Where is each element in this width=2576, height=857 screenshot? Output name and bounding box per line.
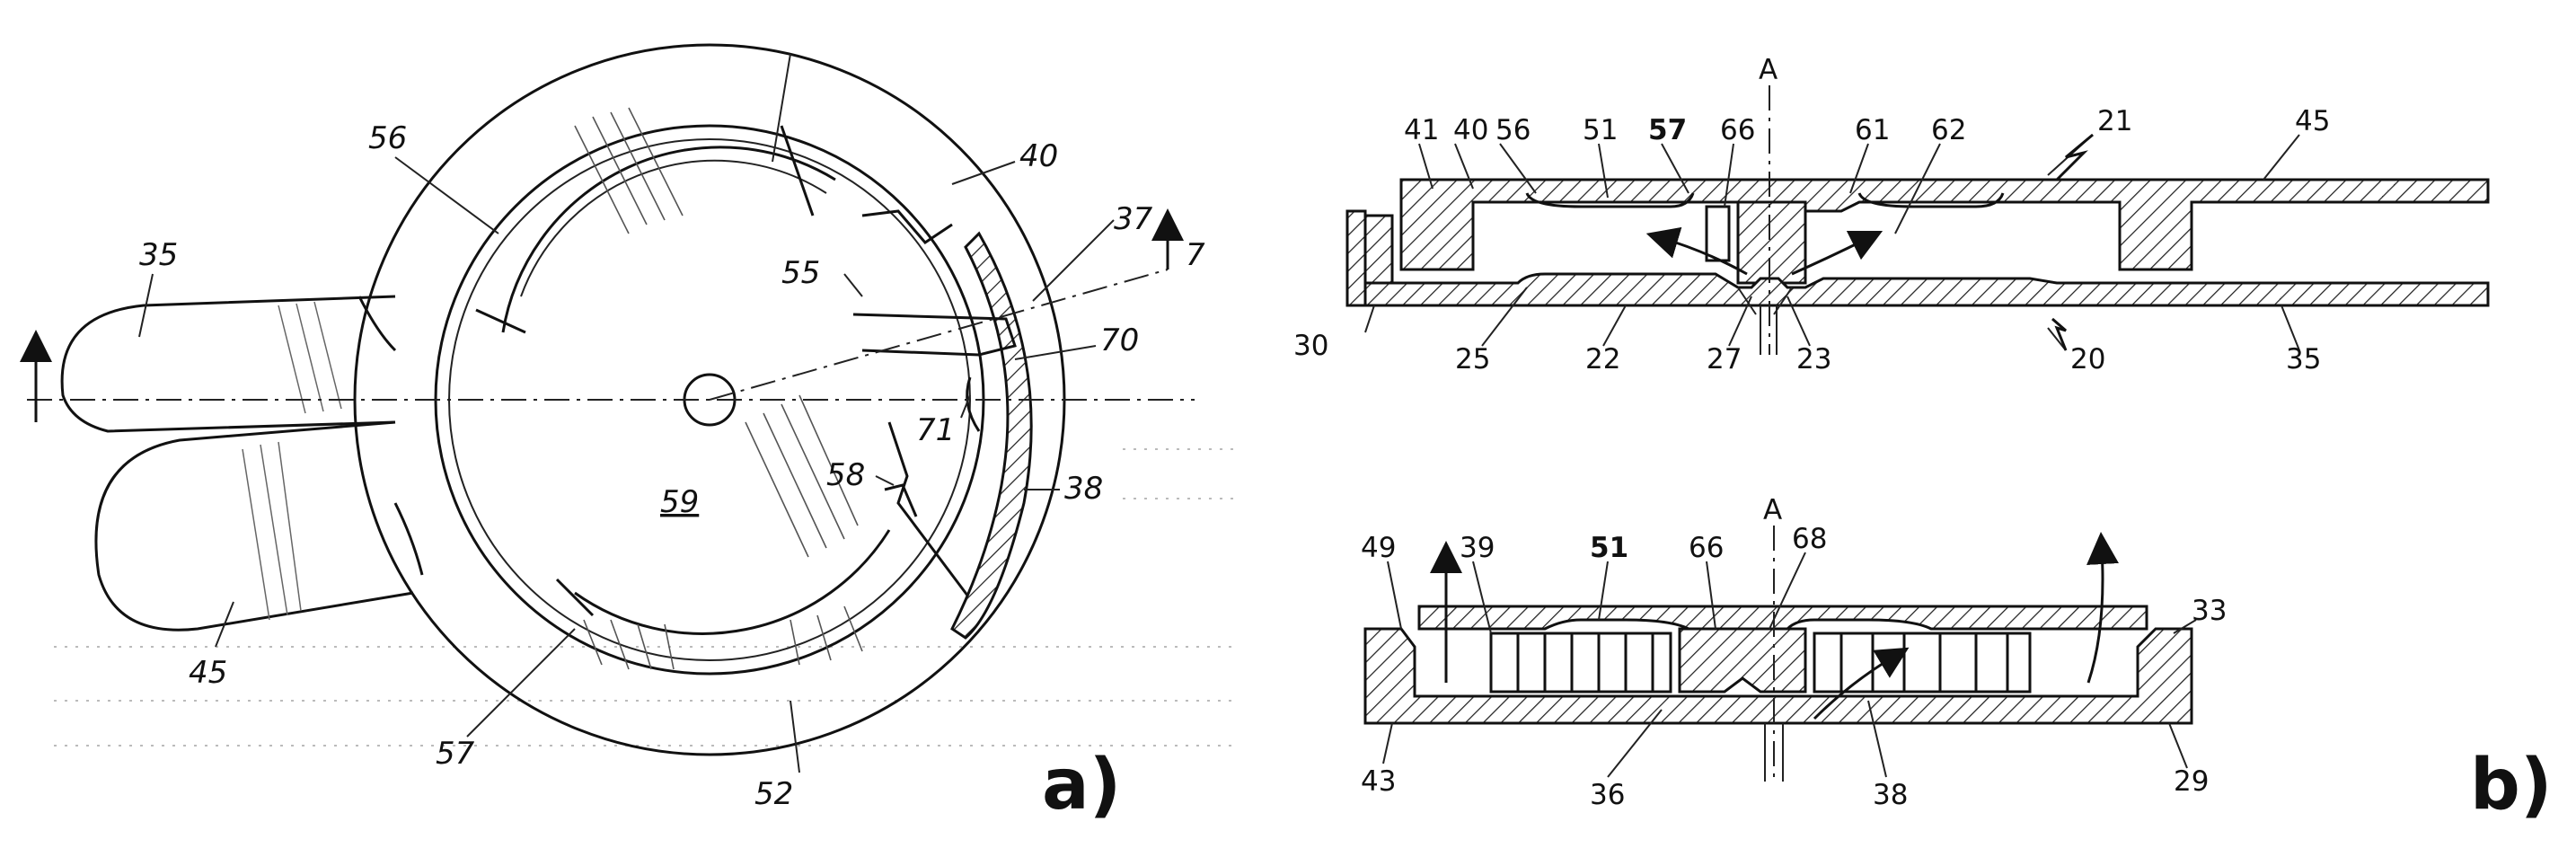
- label-b-38-bottom: 38: [1873, 779, 1908, 811]
- label-b-20: 20: [2070, 343, 2105, 375]
- lobe-45: [94, 420, 414, 632]
- notch-58: [884, 483, 918, 517]
- label-b-22: 22: [1585, 343, 1620, 375]
- lid-bottom: [1417, 605, 2148, 631]
- inlet-lines: [1737, 287, 1793, 355]
- label-b-68: 68: [1792, 523, 1827, 555]
- label-38: 38: [1064, 471, 1103, 507]
- upper-plate: [1399, 178, 2490, 271]
- label-b-39: 39: [1460, 532, 1495, 564]
- label-b-40: 40: [1453, 114, 1488, 146]
- figure-b-bottom: A 49 39 51 66 68 33 43 36 38 29: [1361, 494, 2227, 811]
- axis-label-bottom: A: [1763, 494, 1782, 526]
- label-58: 58: [826, 457, 865, 493]
- lobe-neck: [357, 296, 424, 576]
- impeller-left: [1489, 632, 1672, 694]
- inlet-bottom: [1764, 723, 1784, 782]
- arrow-20: [2051, 317, 2068, 351]
- axis-label-top: A: [1759, 54, 1778, 86]
- pocket-left: [1525, 192, 1695, 208]
- scan-dotted-lines: [54, 448, 1239, 747]
- label-b-33: 33: [2192, 595, 2227, 627]
- label-b-36: 36: [1590, 779, 1625, 811]
- label-b-41: 41: [1404, 114, 1439, 146]
- label-b-43: 43: [1361, 765, 1396, 798]
- label-b-29: 29: [2174, 765, 2209, 798]
- section-line: [709, 269, 1169, 401]
- label-b-51-bottom: 51: [1590, 532, 1628, 564]
- label-55: 55: [781, 255, 820, 291]
- wall-57: [1705, 205, 1731, 262]
- label-b-61: 61: [1855, 114, 1890, 146]
- label-b-45: 45: [2295, 105, 2330, 137]
- label-57: 57: [436, 736, 475, 772]
- disc-shading: [574, 107, 863, 670]
- lobe-35: [60, 295, 396, 433]
- label-b-23: 23: [1796, 343, 1831, 375]
- label-b-30: 30: [1293, 330, 1328, 362]
- label-b-25: 25: [1455, 343, 1490, 375]
- housing-bottom: [1363, 627, 2193, 725]
- notch-upper: [861, 209, 953, 244]
- notch-lower: [887, 421, 981, 612]
- outer-wall-left: [1345, 209, 1367, 307]
- flow-in: [1813, 647, 1910, 720]
- figure-b-top: A 41 40 56 51 57 66 61 62 21 45 30 25: [1293, 54, 2490, 375]
- label-b-49: 49: [1361, 532, 1396, 564]
- label-40: 40: [1019, 138, 1058, 174]
- central-hub-b: [1736, 200, 1807, 285]
- label-b-21: 21: [2097, 105, 2132, 137]
- label-b-57: 57: [1648, 114, 1687, 146]
- flow-out-right: [2086, 532, 2119, 684]
- chamber-arc-upper: [501, 146, 836, 333]
- panel-label-b: b): [2470, 745, 2552, 826]
- edge-strip: [950, 231, 1033, 640]
- label-35: 35: [139, 237, 178, 273]
- label-59: 59: [660, 484, 699, 520]
- chamber-arc-upper-2: [520, 159, 827, 297]
- label-b-66-bottom: 66: [1689, 532, 1724, 564]
- panel-label-a: a): [1042, 745, 1121, 826]
- label-7: 7: [1186, 237, 1205, 273]
- partitions: [475, 125, 815, 617]
- label-b-66: 66: [1720, 114, 1755, 146]
- label-b-56: 56: [1495, 114, 1531, 146]
- impeller-right: [1813, 632, 2032, 694]
- label-b-35: 35: [2286, 343, 2321, 375]
- label-b-51: 51: [1583, 114, 1618, 146]
- flow-arrow-left: [1645, 226, 1748, 276]
- arrow-21: [2055, 133, 2094, 181]
- central-hub-bottom: [1678, 627, 1807, 694]
- lobe-shading: [242, 301, 342, 621]
- label-37: 37: [1114, 201, 1153, 237]
- flow-arrow-right: [1791, 230, 1883, 276]
- label-b-62: 62: [1931, 114, 1966, 146]
- label-71: 71: [916, 412, 955, 448]
- leader-lines-a: [138, 53, 1115, 773]
- valve-inlet: [966, 376, 981, 432]
- label-52: 52: [754, 776, 793, 812]
- label-56: 56: [368, 120, 407, 156]
- label-70: 70: [1100, 322, 1139, 358]
- base-plate: [1354, 272, 2490, 307]
- chamber-arc-lower: [574, 529, 891, 635]
- pocket-right: [1857, 192, 2005, 208]
- leader-lines-b-bottom: [1382, 552, 2197, 778]
- label-45: 45: [189, 655, 227, 691]
- figure-a: 35 56 40 37 7 55 70 71 58 59 38 45 57 52…: [20, 43, 1239, 826]
- leader-lines-b-top: [1364, 134, 2300, 351]
- label-b-27: 27: [1707, 343, 1742, 375]
- valve-channel: [852, 313, 1017, 357]
